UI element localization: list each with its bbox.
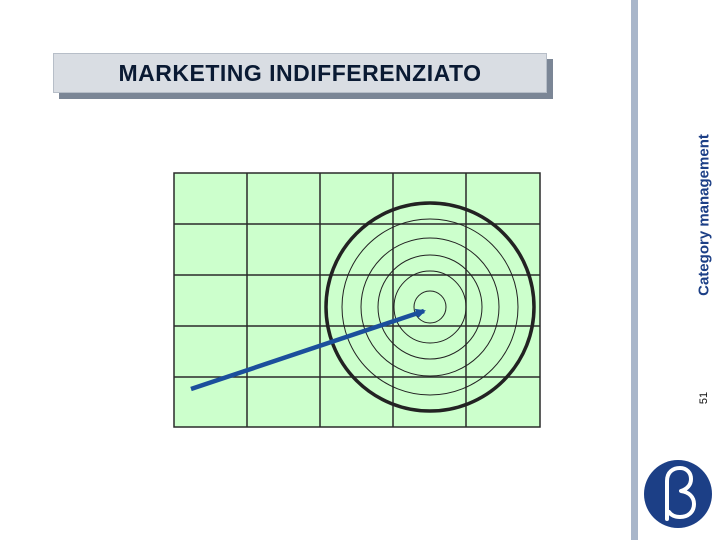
- target-arrow: [190, 308, 426, 392]
- target-ring-3: [377, 254, 483, 360]
- target-ring-5: [341, 218, 519, 396]
- title-box: MARKETING INDIFFERENZIATO: [53, 53, 547, 93]
- target-ring-6: [324, 201, 536, 413]
- slide-title: MARKETING INDIFFERENZIATO: [118, 59, 482, 86]
- target-ring-4: [360, 237, 500, 377]
- target-ring-1: [413, 290, 447, 324]
- accent-divider-bar: [631, 0, 638, 540]
- page-number: 51: [698, 391, 710, 405]
- grid-lines: [174, 173, 540, 427]
- target-ring-2: [393, 270, 467, 344]
- vertical-category-label: Category management: [695, 134, 713, 296]
- target-rings: [324, 201, 536, 413]
- grid-background: [173, 172, 541, 428]
- beta-logo-icon: [644, 460, 712, 528]
